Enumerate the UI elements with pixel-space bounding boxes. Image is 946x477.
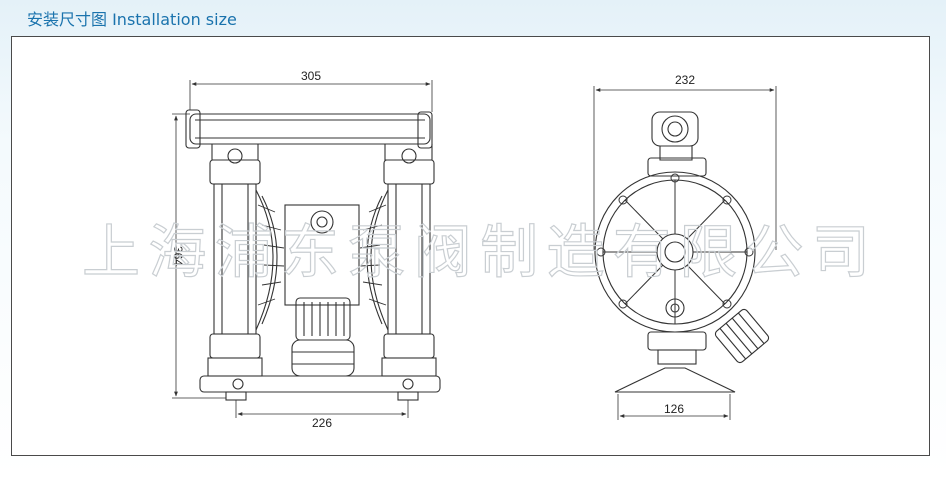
dim-front-width: 305 (301, 69, 321, 83)
side-base (614, 367, 736, 393)
air-inlet-port (310, 210, 334, 234)
left-chamber (255, 189, 274, 331)
dim-front-height: 364 (171, 246, 185, 266)
top-manifold (189, 113, 431, 145)
right-chamber (370, 189, 389, 331)
top-port (651, 111, 699, 147)
right-upper-block (383, 159, 435, 185)
center-body (284, 204, 360, 306)
side-view (594, 111, 770, 393)
bottom-manifold (199, 375, 441, 393)
side-dimensions (593, 86, 777, 420)
front-dimensions (172, 80, 433, 418)
page-title: 安装尺寸图 Installation size (27, 10, 237, 29)
dim-side-base: 126 (664, 402, 684, 416)
side-muffler (714, 308, 770, 364)
left-upper-block (209, 159, 261, 185)
watermark: 上海浦东泵阀制造有限公司 (82, 218, 872, 286)
drawing-frame (11, 36, 930, 456)
dim-front-base: 226 (312, 416, 332, 430)
front-view (185, 109, 441, 401)
dim-side-width: 232 (675, 73, 695, 87)
